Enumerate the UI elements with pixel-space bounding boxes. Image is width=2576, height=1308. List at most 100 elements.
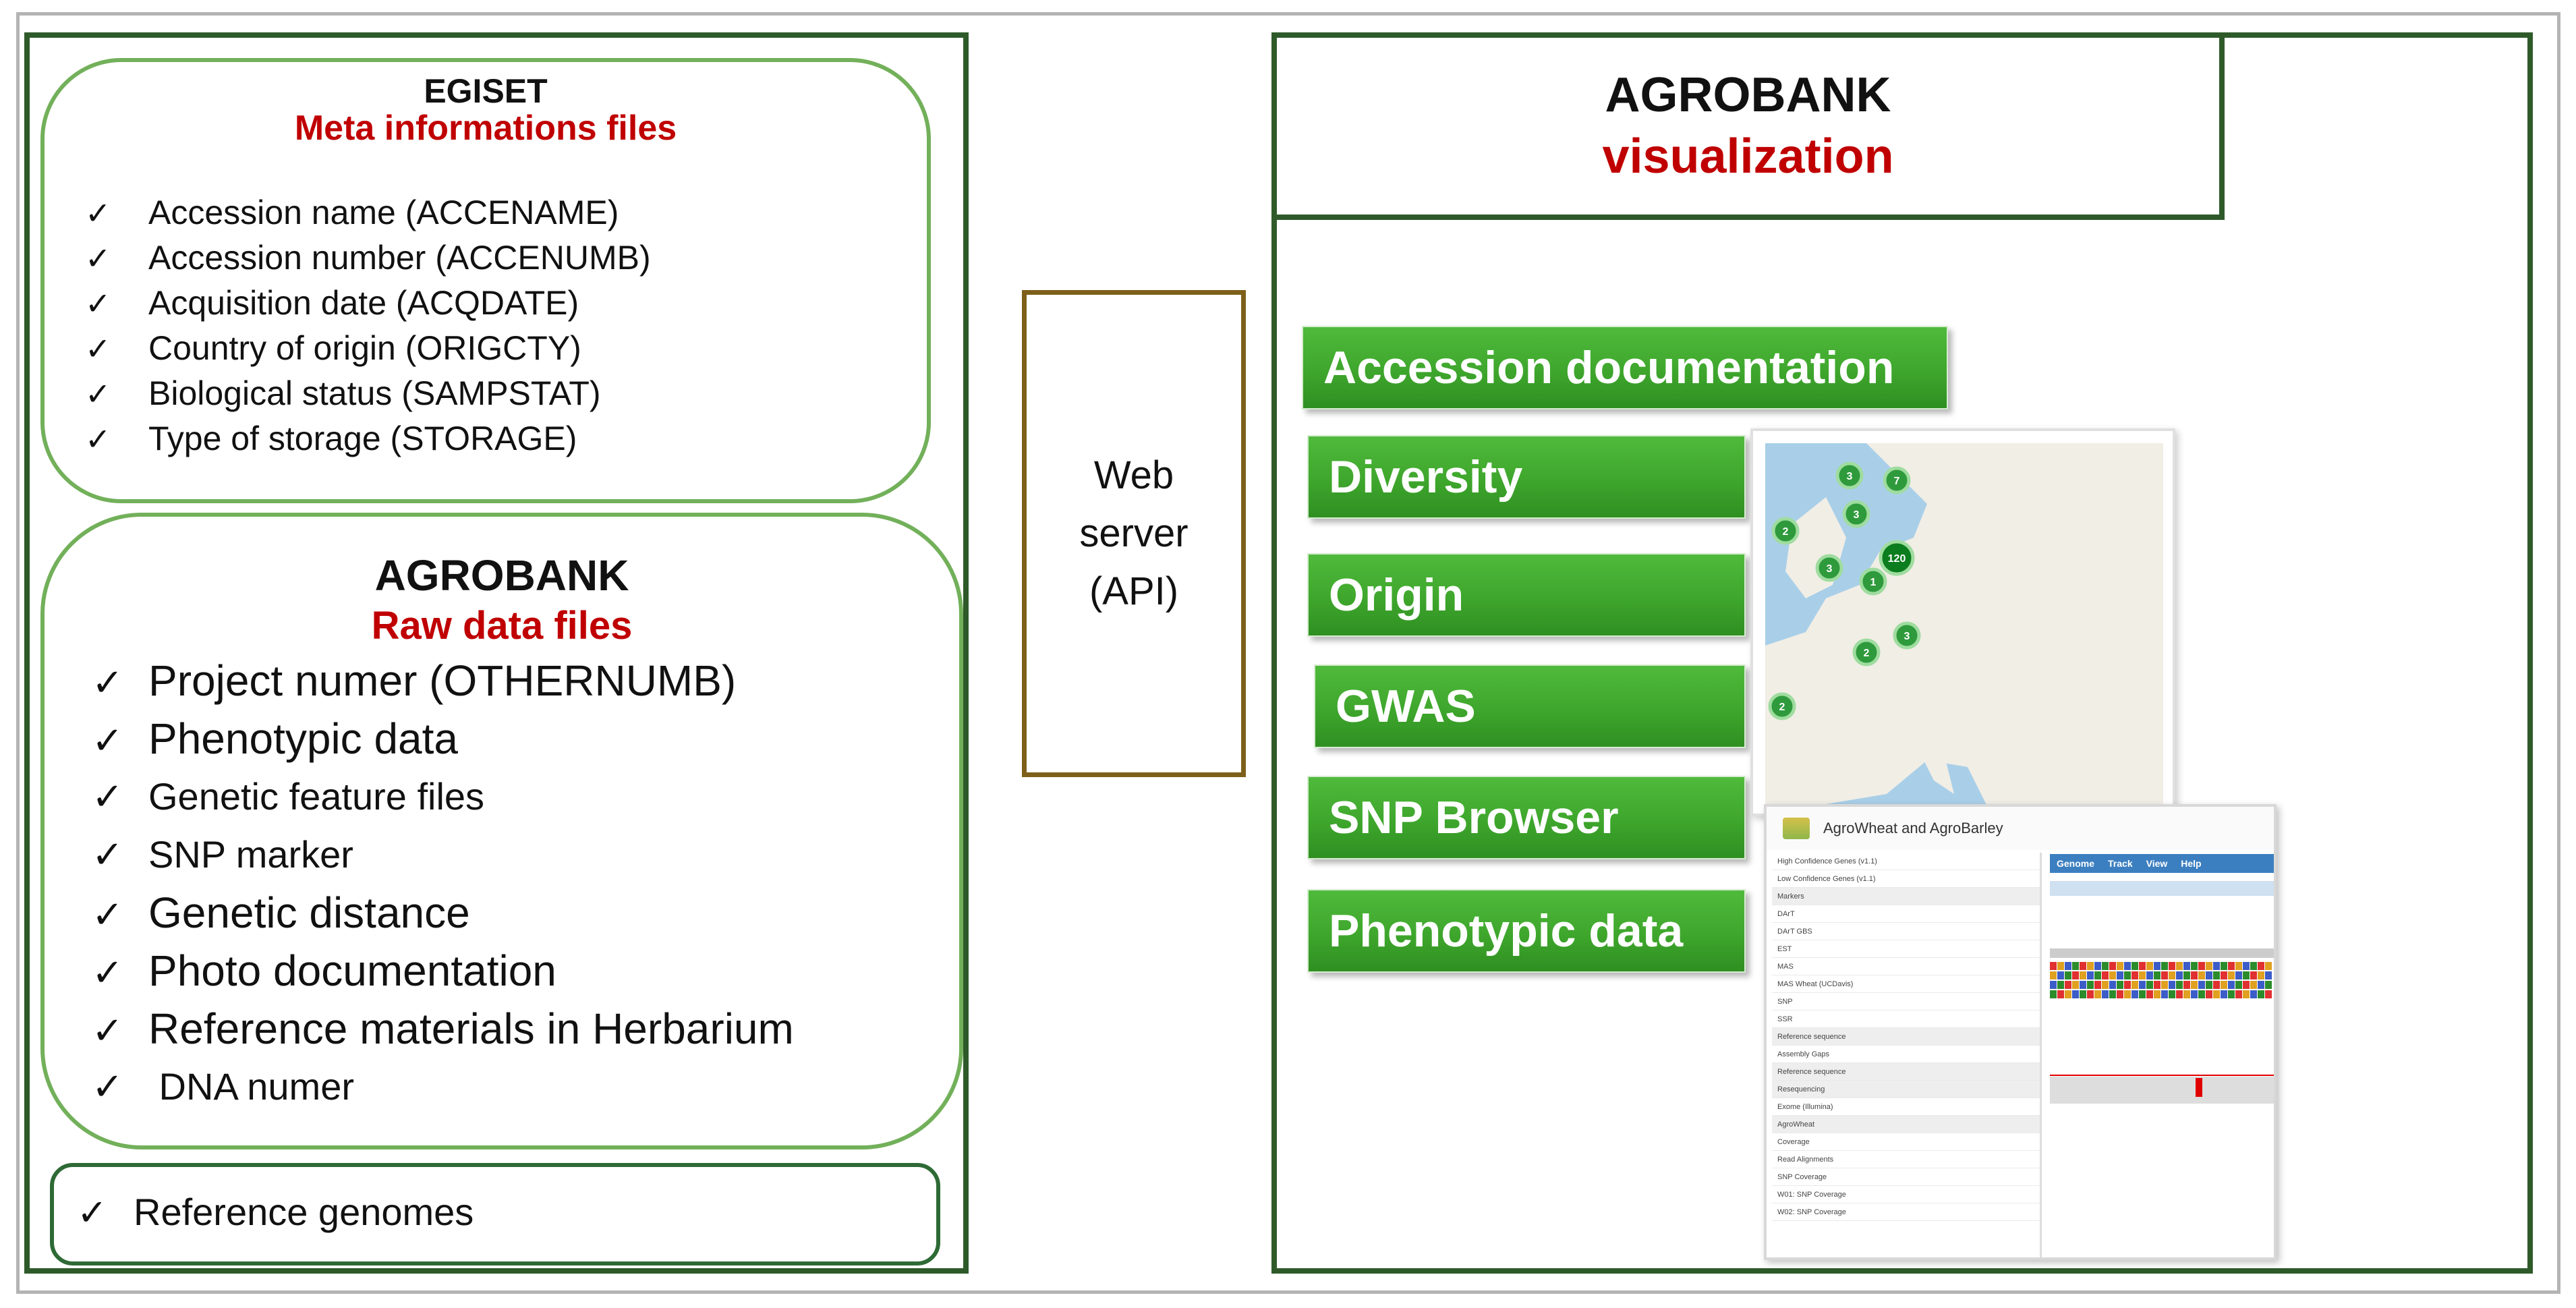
snp-base-cell bbox=[2146, 971, 2153, 979]
map-cluster-marker[interactable] bbox=[1835, 461, 1864, 490]
snp-base-cell bbox=[2146, 990, 2153, 998]
snp-base-cell bbox=[2102, 971, 2109, 979]
snp-base-cell bbox=[2102, 962, 2109, 970]
snp-base-cell bbox=[2139, 962, 2146, 970]
track-list-item[interactable]: AgroWheat bbox=[1772, 1116, 2040, 1133]
browser-menu-item[interactable]: Genome bbox=[2057, 858, 2095, 869]
item-label: Accession number (ACCENUMB) bbox=[148, 239, 651, 277]
item-label: Country of origin (ORIGCTY) bbox=[148, 329, 581, 367]
track-list-item[interactable]: Markers bbox=[1772, 888, 2040, 905]
snp-base-cell bbox=[2161, 971, 2168, 979]
track-list-item[interactable]: Read Alignments bbox=[1772, 1151, 2040, 1168]
snp-base-cell bbox=[2124, 962, 2131, 970]
gwas-button[interactable]: GWAS bbox=[1314, 664, 1746, 748]
snp-base-cell bbox=[2087, 962, 2094, 970]
map-cluster-marker[interactable] bbox=[1879, 540, 1915, 576]
track-list-item[interactable]: Coverage bbox=[1772, 1133, 2040, 1151]
web-server-line: Web bbox=[1093, 453, 1174, 497]
map-cluster-marker[interactable] bbox=[1893, 621, 1921, 650]
snp-base-cell bbox=[2080, 990, 2086, 998]
track-list-item[interactable]: EST bbox=[1772, 940, 2040, 958]
track-list-item[interactable]: W01: SNP Coverage bbox=[1772, 1186, 2040, 1203]
track-list-item[interactable]: SSR bbox=[1772, 1011, 2040, 1028]
list-item: ✓ DNA numer bbox=[92, 1058, 794, 1116]
browser-menu-item[interactable]: View bbox=[2146, 858, 2168, 869]
snp-base-cell bbox=[2117, 962, 2123, 970]
snp-base-cell bbox=[2050, 981, 2057, 989]
snp-base-cell bbox=[2065, 990, 2071, 998]
accession-documentation-button[interactable]: Accession documentation bbox=[1302, 326, 1948, 409]
map-cluster-marker[interactable] bbox=[1842, 500, 1870, 528]
figure-frame bbox=[16, 12, 2560, 1294]
snp-base-cell bbox=[2265, 981, 2272, 989]
browser-header: AgroWheat and AgroBarley bbox=[1767, 807, 2274, 850]
track-list-item[interactable]: High Confidence Genes (v1.1) bbox=[1772, 853, 2040, 870]
snp-base-cell bbox=[2235, 990, 2242, 998]
snp-base-cell bbox=[2183, 990, 2190, 998]
track-list-item[interactable]: DArT bbox=[1772, 905, 2040, 923]
checkmark-icon: ✓ bbox=[85, 196, 111, 231]
snp-base-cell bbox=[2050, 990, 2057, 998]
track-list-item[interactable]: Reference sequence bbox=[1772, 1063, 2040, 1081]
item-label: Photo documentation bbox=[148, 946, 556, 995]
track-list-item[interactable]: Reference sequence bbox=[1772, 1028, 2040, 1046]
snp-base-cell bbox=[2258, 981, 2264, 989]
snp-base-cell bbox=[2139, 971, 2146, 979]
snp-base-cell bbox=[2221, 971, 2227, 979]
item-label: Phenotypic data bbox=[148, 714, 458, 763]
phenotypic-data-button[interactable]: Phenotypic data bbox=[1307, 889, 1746, 973]
snp-base-cell bbox=[2161, 990, 2168, 998]
map-cluster-marker[interactable] bbox=[1771, 517, 1800, 545]
checkmark-icon: ✓ bbox=[92, 719, 123, 762]
track-list-item[interactable]: W02: SNP Coverage bbox=[1772, 1203, 2040, 1221]
browser-menu-item[interactable]: Track bbox=[2108, 858, 2133, 869]
track-list-item[interactable]: SNP bbox=[1772, 993, 2040, 1011]
track-list-item[interactable]: MAS bbox=[1772, 958, 2040, 975]
item-label: Reference genomes bbox=[134, 1191, 474, 1233]
map-cluster-marker[interactable] bbox=[1883, 466, 1911, 494]
track-list: High Confidence Genes (v1.1)Low Confiden… bbox=[1772, 853, 2042, 1257]
browser-menu-item[interactable]: Help bbox=[2181, 858, 2202, 869]
snp-base-cell bbox=[2065, 962, 2071, 970]
checkmark-icon: ✓ bbox=[92, 661, 123, 704]
map-cluster-marker[interactable] bbox=[1815, 554, 1843, 582]
diversity-button[interactable]: Diversity bbox=[1307, 435, 1746, 519]
snp-base-cell bbox=[2117, 971, 2123, 979]
snp-base-cell bbox=[2169, 981, 2175, 989]
snp-base-cell bbox=[2139, 981, 2146, 989]
origin-button[interactable]: Origin bbox=[1307, 553, 1746, 637]
snp-base-cell bbox=[2206, 990, 2212, 998]
right-panel: AGROBANK visualization bbox=[1271, 32, 2533, 1274]
track-list-item[interactable]: Resequencing bbox=[1772, 1081, 2040, 1098]
snp-base-cell bbox=[2176, 981, 2183, 989]
track-list-item[interactable]: MAS Wheat (UCDavis) bbox=[1772, 975, 2040, 993]
left-panel bbox=[24, 32, 969, 1274]
map-cluster-count: 3 bbox=[1904, 631, 1910, 642]
snp-base-cell bbox=[2102, 981, 2109, 989]
snp-base-cell bbox=[2131, 990, 2138, 998]
snp-base-cell bbox=[2221, 981, 2227, 989]
checkmark-icon: ✓ bbox=[92, 893, 123, 936]
map-cluster-marker[interactable] bbox=[1768, 692, 1796, 720]
snp-base-cell bbox=[2065, 981, 2071, 989]
snp-base-cell bbox=[2080, 962, 2086, 970]
egiset-list: ✓Accession name (ACCENAME) ✓Accession nu… bbox=[85, 190, 651, 461]
track-list-item[interactable]: Assembly Gaps bbox=[1772, 1046, 2040, 1063]
checkmark-icon: ✓ bbox=[92, 951, 123, 994]
snp-browser-button[interactable]: SNP Browser bbox=[1307, 776, 1746, 859]
agrobank-raw-box: AGROBANK Raw data files ✓Project numer (… bbox=[40, 513, 963, 1149]
track-list-item[interactable]: Exome (Illumina) bbox=[1772, 1098, 2040, 1116]
snp-base-cell bbox=[2109, 990, 2116, 998]
snp-base-cell bbox=[2228, 971, 2235, 979]
snp-base-cell bbox=[2198, 981, 2205, 989]
track-list-item[interactable]: DArT GBS bbox=[1772, 923, 2040, 940]
snp-base-cell bbox=[2213, 981, 2220, 989]
snp-base-cell bbox=[2235, 962, 2242, 970]
track-list-item[interactable]: Low Confidence Genes (v1.1) bbox=[1772, 870, 2040, 888]
map-cluster-marker[interactable] bbox=[1859, 567, 1887, 596]
checkmark-icon: ✓ bbox=[85, 376, 111, 411]
item-label: DNA numer bbox=[148, 1065, 354, 1108]
map-cluster-marker[interactable] bbox=[1852, 638, 1881, 666]
snp-base-cell bbox=[2243, 971, 2250, 979]
track-list-item[interactable]: SNP Coverage bbox=[1772, 1168, 2040, 1186]
